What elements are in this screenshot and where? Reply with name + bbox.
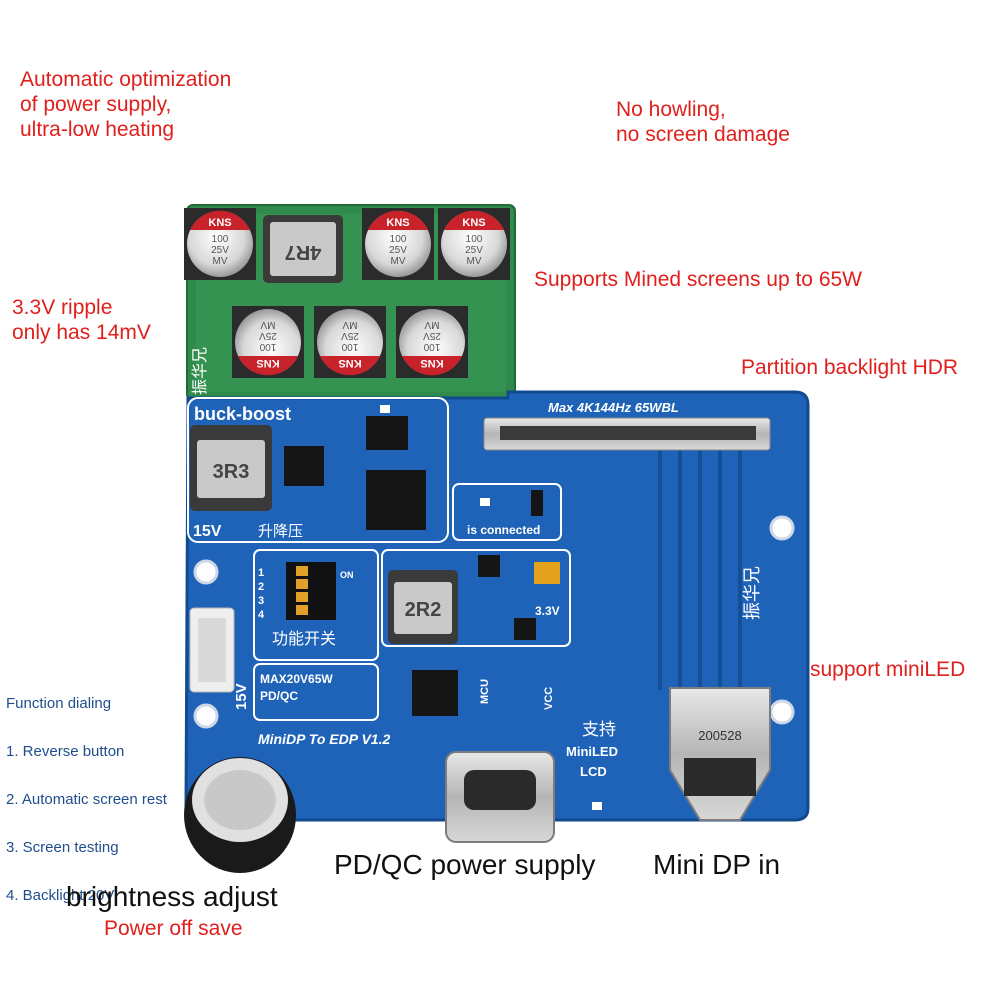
function-item: 1. Reverse button xyxy=(6,743,125,760)
is-connected-label: is connected xyxy=(467,523,540,537)
dip-number: 1 xyxy=(258,567,264,579)
buck-boost-label: buck-boost xyxy=(194,404,291,424)
brand-silkscreen-green: 振华兄 xyxy=(191,347,209,395)
mcu-chip xyxy=(412,670,458,716)
function-item: 2. Automatic screen rest xyxy=(6,791,167,808)
inductor-4r7: 4R7 xyxy=(263,215,343,283)
max20v-label: MAX20V65W xyxy=(260,672,333,686)
tantalum-capacitor xyxy=(534,562,560,584)
vcc-label: VCC xyxy=(543,687,555,710)
capacitor-value: MV xyxy=(342,319,357,330)
function-item: 4. Backlight 20V xyxy=(6,887,115,904)
capacitor-value: 25V xyxy=(465,245,483,256)
dip-on-label: ON xyxy=(340,570,354,580)
dip-number: 3 xyxy=(258,595,264,607)
capacitor-value: 100 xyxy=(390,234,407,245)
connected-led xyxy=(480,498,490,506)
dip-number: 2 xyxy=(258,581,264,593)
status-led xyxy=(380,405,390,413)
caption-no-howling: No howling, no screen damage xyxy=(616,98,790,146)
function-item: 3. Screen testing xyxy=(6,839,119,856)
brightness-knob xyxy=(184,757,296,873)
function-dialing-title: Function dialing xyxy=(6,695,112,712)
capacitor-brand: KNS xyxy=(256,357,279,369)
inductor-2r2: 2R2 xyxy=(388,570,458,644)
caption-brightness-adjust: brightness adjust xyxy=(66,881,278,912)
capacitor-value: 100 xyxy=(423,341,440,352)
capacitor-value: MV xyxy=(391,256,406,267)
svg-text:2R2: 2R2 xyxy=(405,599,442,621)
capacitor-brand: KNS xyxy=(386,217,409,229)
model-label: MiniDP To EDP V1.2 xyxy=(258,731,390,747)
capacitor-value: 25V xyxy=(259,330,277,341)
capacitor-value: MV xyxy=(467,256,482,267)
blue-main-board xyxy=(184,390,810,822)
capacitor-value: 100 xyxy=(212,234,229,245)
caption-ripple: 3.3V ripple only has 14mV xyxy=(12,296,151,344)
chip xyxy=(514,618,536,640)
capacitor-value: MV xyxy=(424,319,439,330)
capacitor-value: 100 xyxy=(259,341,276,352)
capacitor-value: 25V xyxy=(423,330,441,341)
sheng-jiang-ya-label: 升降压 xyxy=(258,523,303,540)
caption-auto-optimization: Automatic optimization of power supply, … xyxy=(20,68,232,141)
15v-side-label: 15V xyxy=(233,683,250,710)
capacitor-brand: KNS xyxy=(208,217,231,229)
capacitor-brand: KNS xyxy=(420,357,443,369)
mcu-label: MCU xyxy=(479,679,491,704)
capacitor-brand: KNS xyxy=(462,217,485,229)
capacitor-value: 25V xyxy=(389,245,407,256)
function-dialing-list: Function dialing 1. Reverse button 2. Au… xyxy=(6,668,167,932)
dip-switch xyxy=(286,562,336,620)
chip xyxy=(478,555,500,577)
3v3-label: 3.3V xyxy=(535,604,560,618)
chip xyxy=(366,416,408,450)
caption-supports-65w: Supports Mined screens up to 65W xyxy=(534,268,863,291)
caption-power-off-save: Power off save xyxy=(104,917,243,940)
svg-text:3R3: 3R3 xyxy=(213,461,250,483)
lcd-board-label: LCD xyxy=(580,764,607,779)
capacitor-brand: KNS xyxy=(338,357,361,369)
brand-silkscreen-blue: 振华兄 xyxy=(742,566,762,620)
caption-pd-qc-power-supply: PD/QC power supply xyxy=(334,849,596,880)
max-spec-label: Max 4K144Hz 65WBL xyxy=(548,400,679,415)
capacitor-value: MV xyxy=(213,256,228,267)
capacitor-value: 25V xyxy=(341,330,359,341)
zhi-chi-label: 支持 xyxy=(582,720,616,739)
mini-dp-port: 200528 xyxy=(669,687,771,821)
miniled-led xyxy=(592,802,602,810)
port-code: 200528 xyxy=(698,728,741,743)
pd-qc-label: PD/QC xyxy=(260,689,298,703)
chip xyxy=(284,446,324,486)
capacitor-value: 100 xyxy=(341,341,358,352)
inductor-3r3: 3R3 xyxy=(190,425,272,511)
caption-miniled: support miniLED xyxy=(810,658,966,681)
15v-label: 15V xyxy=(193,523,222,540)
transistor xyxy=(531,490,543,516)
capacitor-group: KNS10025VMVKNS10025VMVKNS10025VMVKNS1002… xyxy=(184,208,510,378)
mosfet-chip xyxy=(366,470,426,530)
caption-hdr: Partition backlight HDR xyxy=(741,356,959,379)
miniled-board-label: MiniLED xyxy=(566,744,618,759)
dip-number: 4 xyxy=(258,609,265,621)
jst-connector xyxy=(189,607,235,693)
usb-c-port xyxy=(445,751,555,843)
capacitor-value: 100 xyxy=(466,234,483,245)
capacitor-value: 25V xyxy=(211,245,229,256)
caption-mini-dp-in: Mini DP in xyxy=(653,849,781,880)
capacitor-value: MV xyxy=(260,319,275,330)
function-switch-label: 功能开关 xyxy=(272,630,336,648)
svg-text:4R7: 4R7 xyxy=(285,241,322,263)
edp-connector xyxy=(483,417,771,451)
